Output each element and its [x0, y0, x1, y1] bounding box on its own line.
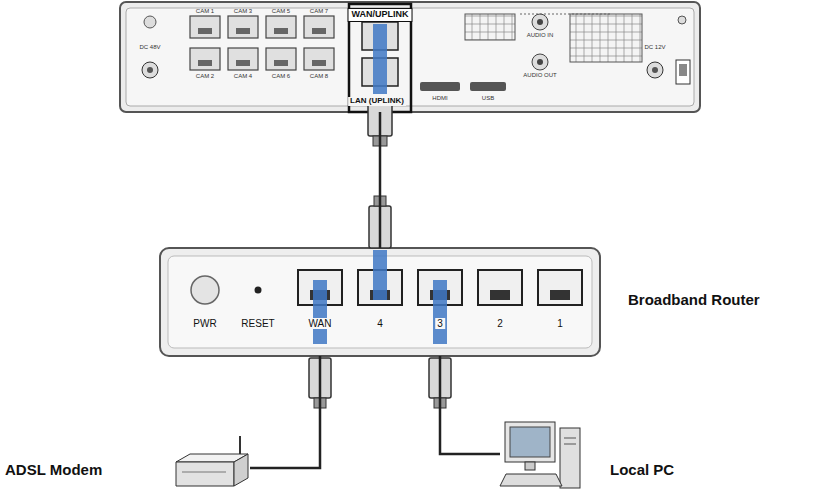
panel-label: USB — [482, 95, 494, 101]
panel-label: AUDIO OUT — [523, 72, 556, 78]
port-label: 3 — [435, 318, 445, 329]
modem: ADSL Modem — [172, 448, 250, 488]
panel-label: DC 48V — [139, 44, 160, 50]
port-label: 2 — [495, 318, 505, 329]
panel-label: CAM 6 — [272, 73, 290, 79]
panel-label: CAM 1 — [196, 8, 214, 14]
device-label: Broadband Router — [628, 292, 760, 309]
pc: Local PC — [500, 418, 582, 490]
port-label: WAN/UPLINK — [348, 8, 413, 22]
panel-label: AUDIO IN — [527, 32, 554, 38]
button-label: PWR — [193, 318, 216, 329]
panel-label: CAM 4 — [234, 73, 252, 79]
panel-label: CAM 8 — [310, 73, 328, 79]
panel-label: CAM 3 — [234, 8, 252, 14]
network-cable — [379, 112, 382, 248]
router: Broadband RouterPWRRESETWAN4321 — [160, 248, 600, 356]
button-label: RESET — [241, 318, 274, 329]
port-label: 1 — [555, 318, 565, 329]
device-label: ADSL Modem — [5, 462, 102, 479]
port-label: WAN — [307, 318, 334, 329]
panel-label: CAM 2 — [196, 73, 214, 79]
panel-label: DC 12V — [644, 44, 665, 50]
port-label: LAN (UPLINK) — [348, 97, 406, 106]
router-body — [160, 248, 600, 356]
device-label: Local PC — [610, 462, 674, 479]
modem-icon — [176, 436, 248, 486]
panel-label: CAM 7 — [310, 8, 328, 14]
pc-icon — [500, 422, 580, 488]
nvr-panel: WAN/UPLINK LAN (UPLINK) — [120, 2, 700, 112]
panel-label: CAM 5 — [272, 8, 290, 14]
nvr-panel — [120, 2, 700, 112]
panel-label: HDMI — [432, 95, 447, 101]
network-cable — [250, 356, 320, 468]
port-label: 4 — [375, 318, 385, 329]
network-cable — [440, 356, 500, 454]
